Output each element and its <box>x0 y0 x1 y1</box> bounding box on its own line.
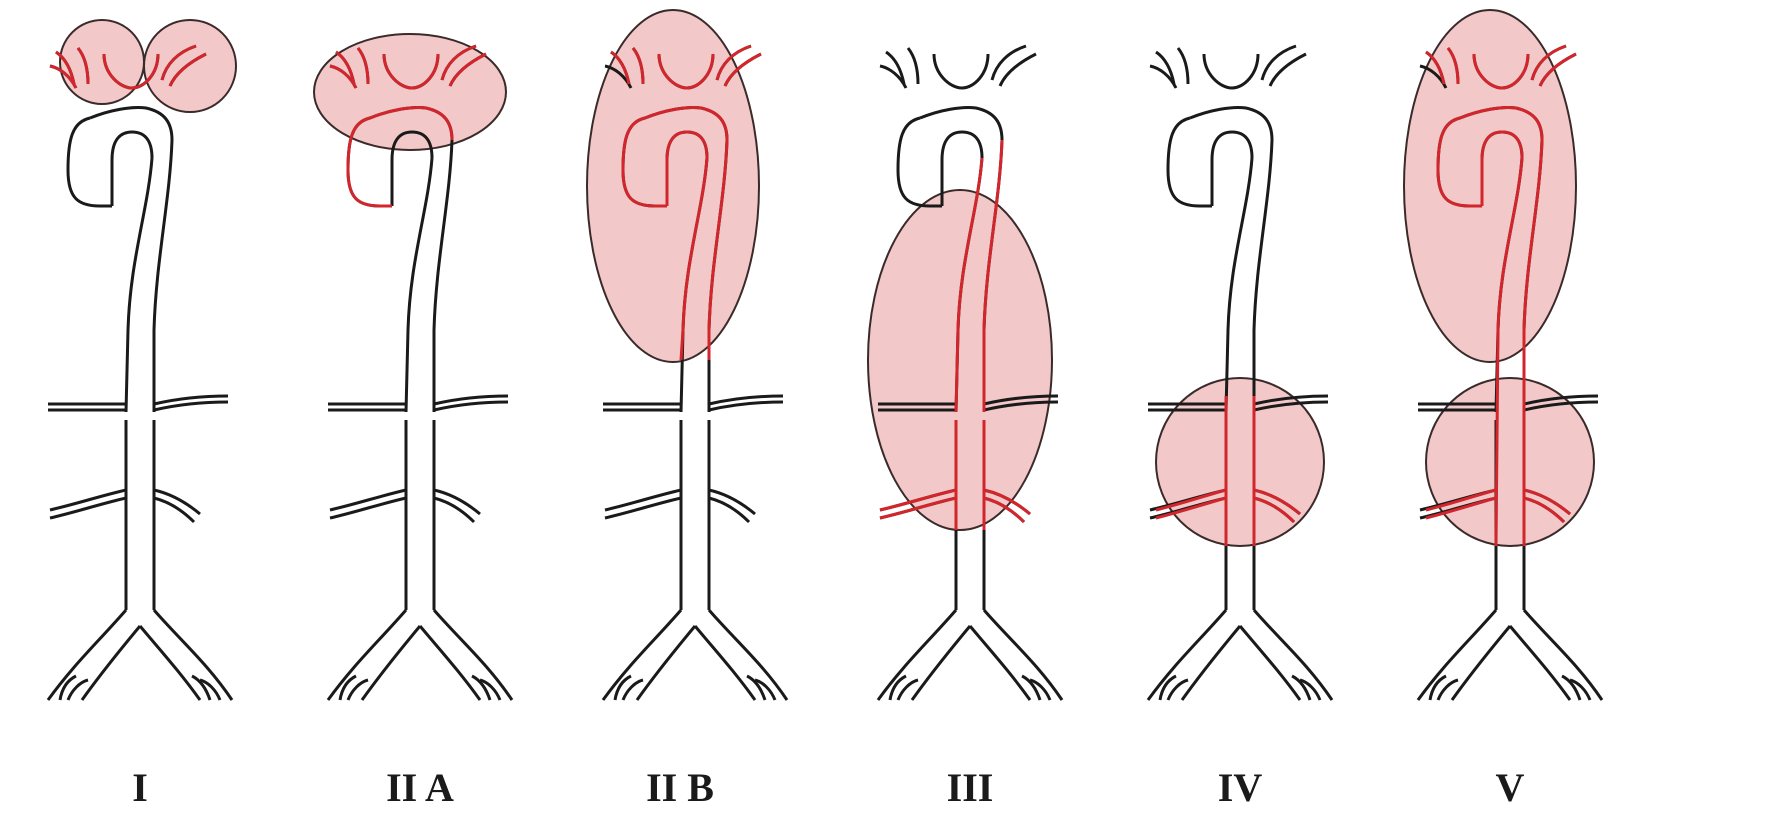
panel-label-iii: III <box>890 768 1050 808</box>
panel-type-v <box>1404 10 1602 700</box>
lesion-region <box>60 20 144 104</box>
lesion-region <box>1404 10 1576 362</box>
panel-type-iv <box>1148 46 1332 700</box>
panel-label-iia: II A <box>340 768 500 808</box>
panel-type-iia <box>314 34 512 700</box>
panel-type-iii <box>868 46 1062 700</box>
panel-label-iv: IV <box>1160 768 1320 808</box>
panel-label-i: I <box>60 768 220 808</box>
panel-label-v: V <box>1430 768 1590 808</box>
lesion-region <box>868 190 1052 530</box>
panel-label-iib: II B <box>600 768 760 808</box>
aorta-outline <box>48 46 232 700</box>
panel-type-iib <box>587 10 787 700</box>
lesion-region <box>587 10 759 362</box>
panel-type-i <box>48 20 236 700</box>
aorta-outline <box>1148 46 1332 700</box>
